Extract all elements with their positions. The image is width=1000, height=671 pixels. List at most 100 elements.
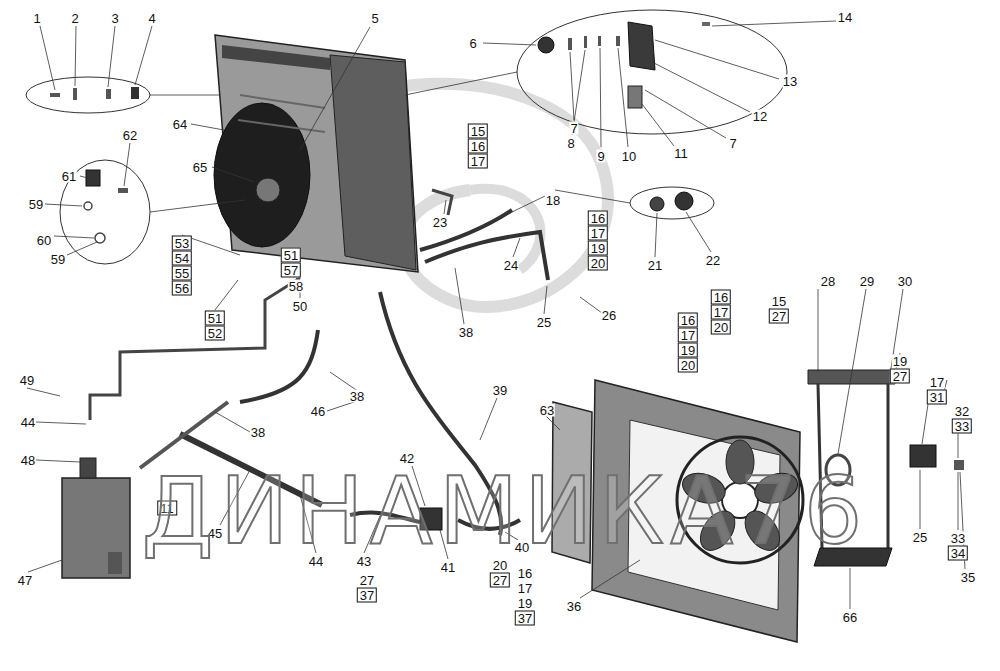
hose [425, 232, 548, 280]
radiator-frame [215, 35, 418, 272]
sleeve [131, 87, 139, 99]
callout-number: 20 [711, 320, 731, 335]
bolt [73, 88, 77, 100]
callout-number: 41 [440, 561, 456, 574]
leader-line [215, 412, 250, 432]
callout-number: 18 [545, 194, 561, 207]
sensor-block [628, 22, 655, 70]
callout-number: 49 [19, 374, 35, 387]
callout-number: 3 [110, 12, 119, 25]
callout-number: 20 [492, 559, 508, 572]
leader-line [712, 21, 836, 26]
group-ellipse [60, 160, 150, 264]
callout-number: 13 [782, 75, 798, 88]
callout-number: 16 [711, 290, 731, 305]
callout-number: 27 [890, 369, 910, 384]
callout-number: 38 [250, 426, 266, 439]
callout-number: 63 [539, 404, 555, 417]
leader-line [570, 52, 574, 120]
callout-number: 6 [468, 37, 477, 50]
callout-number: 58 [288, 280, 304, 293]
callout-number: 50 [292, 300, 308, 313]
fan-motor [256, 178, 280, 202]
callout-number: 14 [837, 11, 853, 24]
callout-number: 22 [705, 254, 721, 267]
leader-line [124, 143, 130, 186]
clamp [675, 192, 693, 210]
callout-number: 37 [357, 588, 377, 603]
radiator-tank [222, 45, 330, 70]
callout-number: 42 [399, 452, 415, 465]
callout-number: 30 [897, 275, 913, 288]
leader-line [36, 460, 80, 462]
callout-number: 36 [566, 600, 582, 613]
callout-number: 60 [36, 234, 52, 247]
callout-number: 25 [536, 316, 552, 329]
callout-number: 19 [678, 343, 698, 358]
callout-number: 16 [468, 139, 488, 154]
callout-number: 5 [370, 12, 379, 25]
callout-number: 28 [820, 275, 836, 288]
leader-line [513, 238, 520, 257]
callout-number: 59 [50, 253, 66, 266]
callout-number: 62 [122, 129, 138, 142]
leader-line [150, 95, 220, 96]
callout-number: 20 [678, 358, 698, 373]
leader-line [54, 236, 94, 238]
callout-number: 32 [954, 405, 970, 418]
callout-number: 8 [566, 137, 575, 150]
callout-number: 35 [960, 571, 976, 584]
tank-cap [80, 458, 96, 478]
cap [86, 170, 100, 186]
leader-line [838, 289, 866, 454]
callout-number: 17 [468, 154, 488, 169]
callout-number: 2 [70, 12, 79, 25]
callout-number: 31 [927, 390, 947, 405]
plug [538, 37, 554, 53]
leader-line [555, 190, 630, 203]
callout-number: 56 [172, 281, 192, 296]
pipe [90, 278, 300, 420]
leader-line [28, 560, 62, 572]
group-ellipse [517, 10, 787, 134]
hose [240, 330, 318, 402]
leader-line [27, 388, 60, 396]
callout-number: 16 [678, 313, 698, 328]
callout-number: 51 [281, 248, 301, 263]
callout-number: 27 [490, 573, 510, 588]
callout-number: 12 [752, 110, 768, 123]
pin [584, 36, 587, 48]
fan-shroud [214, 103, 310, 247]
callout-number: 51 [205, 311, 225, 326]
leader-line [405, 72, 517, 95]
callout-number: 16 [588, 211, 608, 226]
callout-number: 20 [588, 256, 608, 271]
group-ellipse [630, 187, 714, 219]
callout-number: 38 [458, 326, 474, 339]
leader-line [618, 48, 628, 147]
fan-motor [910, 445, 936, 467]
leader-line [480, 398, 497, 440]
leader-line [686, 212, 711, 252]
callout-number: 59 [28, 198, 44, 211]
watermark: ДИНАМИКА76 [142, 466, 868, 558]
leader-line [512, 196, 545, 212]
bolt [118, 188, 128, 193]
washer [84, 202, 92, 210]
leader-line [652, 62, 750, 112]
callout-number: 37 [515, 611, 535, 626]
callout-number: 17 [517, 582, 533, 595]
leader-line [544, 286, 547, 314]
callout-number: 15 [468, 124, 488, 139]
leader-line [75, 26, 76, 86]
callout-number: 17 [678, 328, 698, 343]
leader-line [818, 289, 819, 372]
callout-number: 17 [929, 376, 945, 389]
callout-number: 19 [517, 597, 533, 610]
callout-number: 38 [349, 390, 365, 403]
pin [598, 36, 601, 46]
callout-number: 27 [769, 309, 789, 324]
washer [50, 93, 60, 97]
callout-number: 66 [842, 611, 858, 624]
